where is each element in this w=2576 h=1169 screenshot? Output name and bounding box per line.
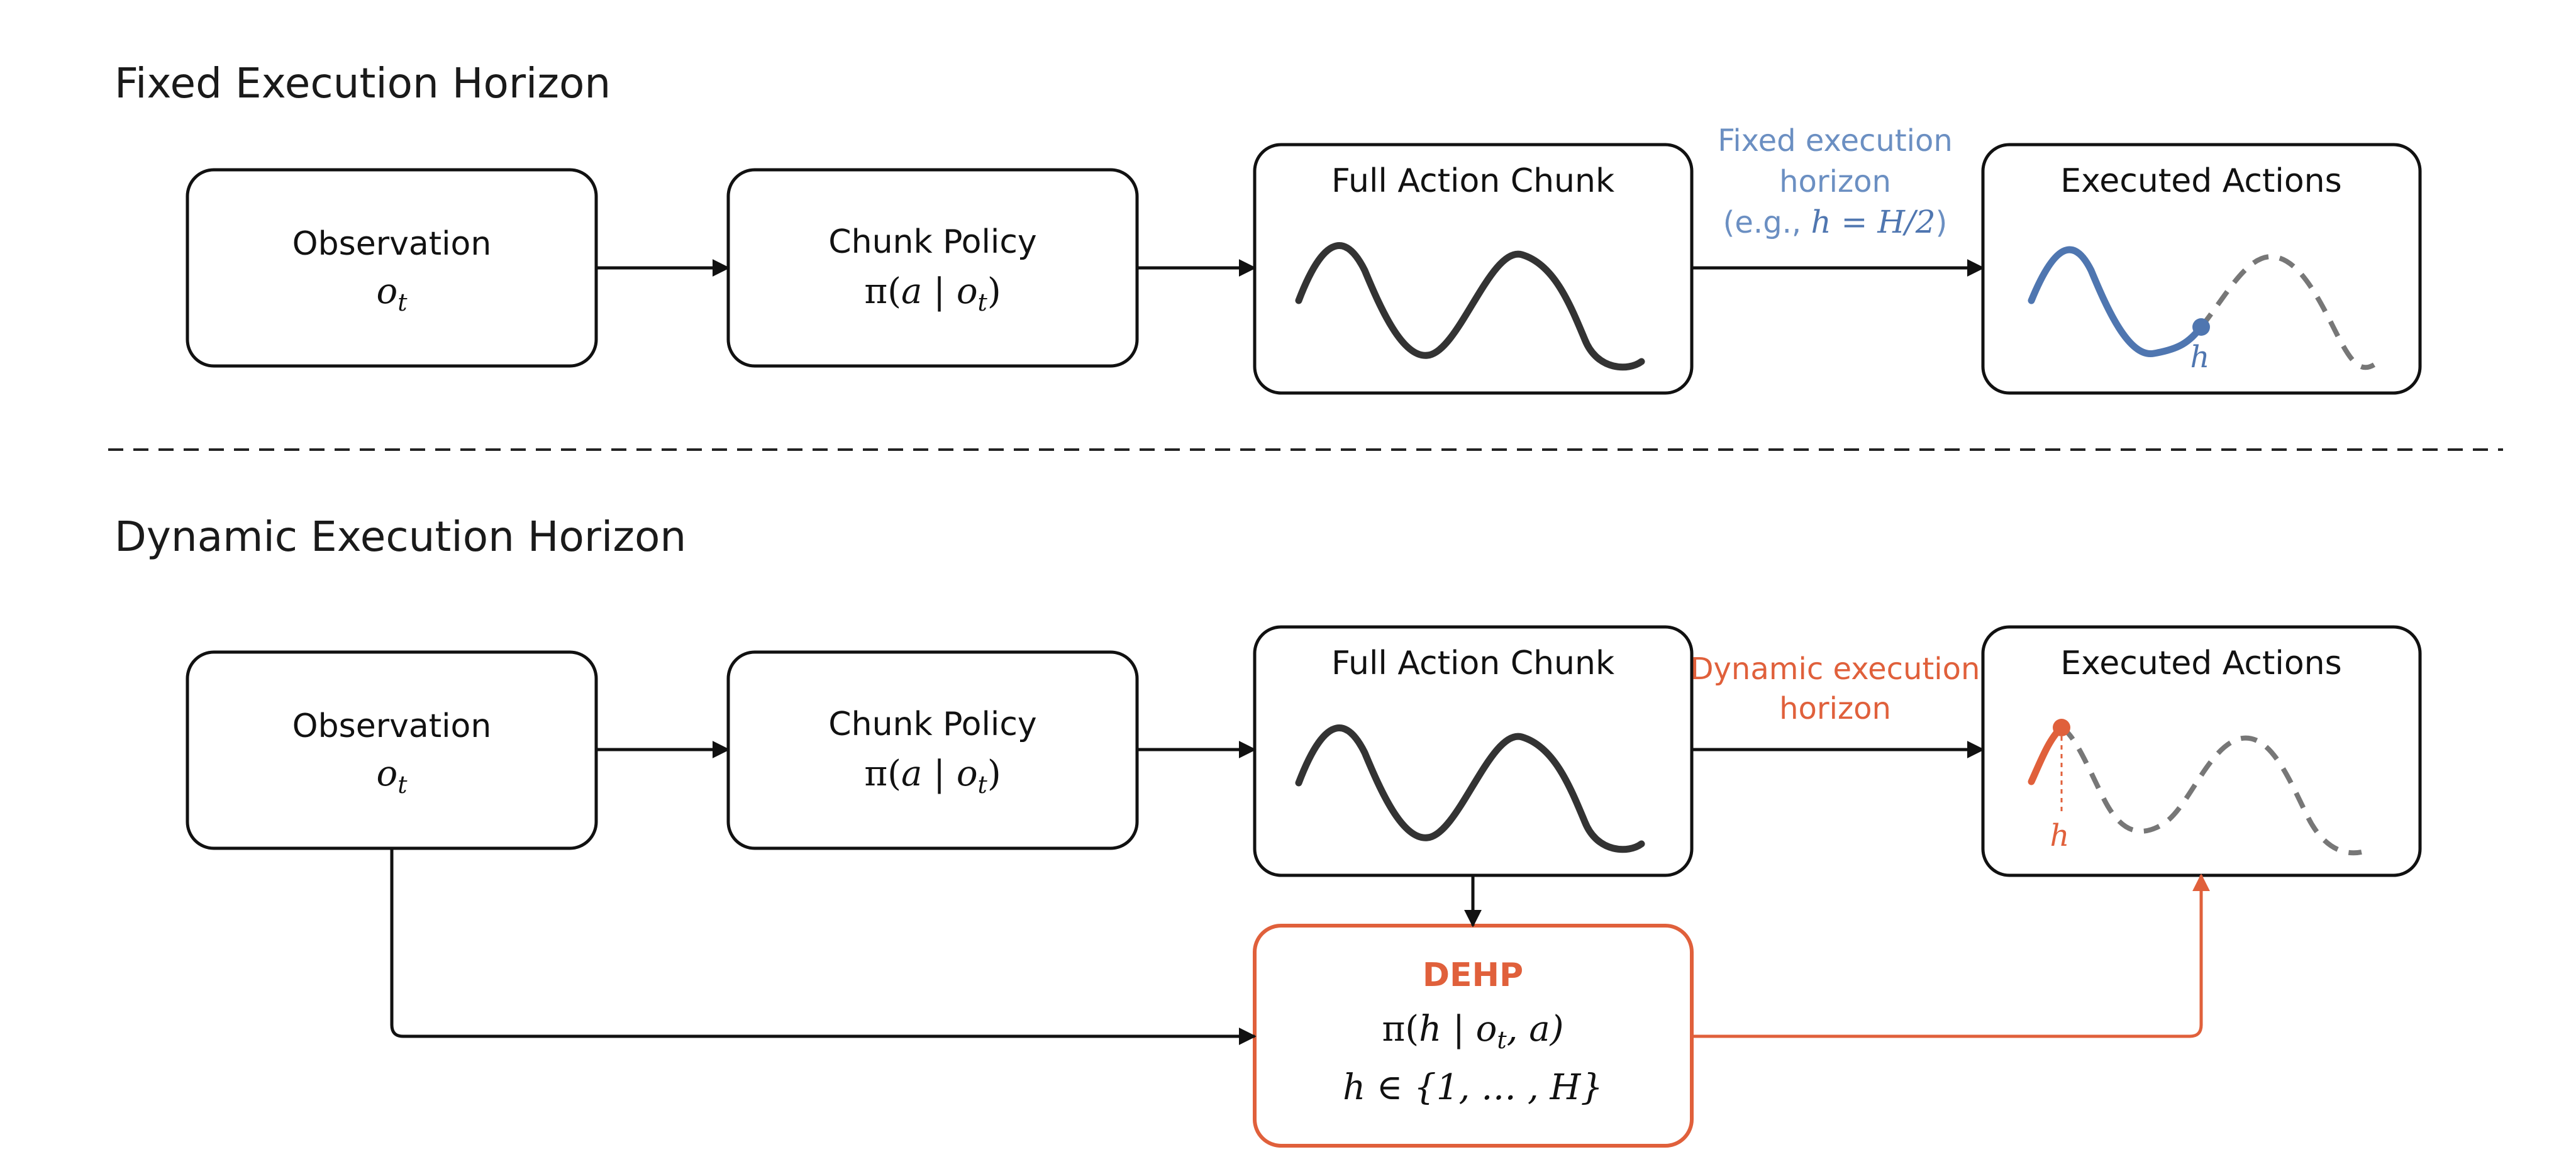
fixed-edge-label: Fixed execution horizon (e.g., h = H/2) (1718, 123, 1953, 240)
dehp-box: DEHP π(h | ot, a) h ∈ {1, … , H} (1253, 924, 1694, 1148)
svg-text:Fixed execution: Fixed execution (1718, 123, 1953, 158)
dynamic-executed-actions-box: Executed Actions h (1981, 625, 2422, 877)
dynamic-observation-box: Observation ot (186, 650, 598, 850)
dehp-formula-policy: π(h | ot, a) (1382, 1009, 1563, 1054)
dynamic-horizon-marker-label: h (2050, 818, 2070, 853)
fixed-executed-actions-box: Executed Actions h (1981, 143, 2422, 395)
dynamic-edge-observation-to-dehp (390, 848, 1257, 1045)
dynamic-action-chunk-curve (1295, 724, 1645, 853)
fixed-action-chunk-curve (1295, 242, 1645, 371)
dynamic-edge-label: Dynamic execution horizon (1690, 651, 1980, 726)
fixed-chunk-policy-box: Chunk Policy π(a | ot) (726, 168, 1139, 368)
svg-text:(e.g., h = H/2): (e.g., h = H/2) (1723, 204, 1948, 240)
dynamic-observation-label: Observation (292, 707, 492, 745)
fixed-full-action-chunk-label: Full Action Chunk (1331, 162, 1614, 200)
dehp-formula-range: h ∈ {1, … , H} (1343, 1067, 1603, 1108)
dynamic-section-title: Dynamic Execution Horizon (114, 512, 686, 561)
fixed-horizon-marker-label: h (2190, 340, 2210, 375)
svg-text:horizon: horizon (1779, 691, 1891, 726)
fixed-section-title: Fixed Execution Horizon (114, 59, 611, 108)
dynamic-edge-dehp-to-executed (1692, 873, 2210, 1038)
dynamic-chunk-policy-label: Chunk Policy (828, 706, 1036, 743)
fixed-remaining-actions-curve (2199, 253, 2376, 370)
svg-text:Dynamic execution: Dynamic execution (1690, 651, 1980, 687)
dynamic-full-action-chunk-label: Full Action Chunk (1331, 645, 1614, 682)
dynamic-horizon-marker (2053, 719, 2070, 736)
dynamic-chunk-policy-box: Chunk Policy π(a | ot) (726, 650, 1139, 850)
fixed-chunk-policy-label: Chunk Policy (828, 223, 1036, 261)
fixed-executed-actions-curve (2028, 246, 2205, 357)
dehp-title: DEHP (1423, 956, 1523, 994)
fixed-observation-math: ot (377, 271, 408, 316)
fixed-observation-label: Observation (292, 225, 492, 263)
dynamic-full-action-chunk-box: Full Action Chunk (1253, 625, 1694, 877)
svg-text:horizon: horizon (1779, 164, 1891, 199)
fixed-observation-box: Observation ot (186, 168, 598, 368)
fixed-executed-actions-label: Executed Actions (2060, 162, 2341, 200)
dynamic-chunk-policy-math: π(a | ot) (864, 753, 1001, 799)
fixed-chunk-policy-math: π(a | ot) (864, 271, 1001, 316)
fixed-horizon-marker (2192, 318, 2210, 336)
dynamic-observation-math: ot (377, 753, 408, 799)
fixed-full-action-chunk-box: Full Action Chunk (1253, 143, 1694, 395)
dynamic-executed-actions-label: Executed Actions (2060, 645, 2341, 682)
dynamic-remaining-actions-curve (2060, 725, 2362, 856)
